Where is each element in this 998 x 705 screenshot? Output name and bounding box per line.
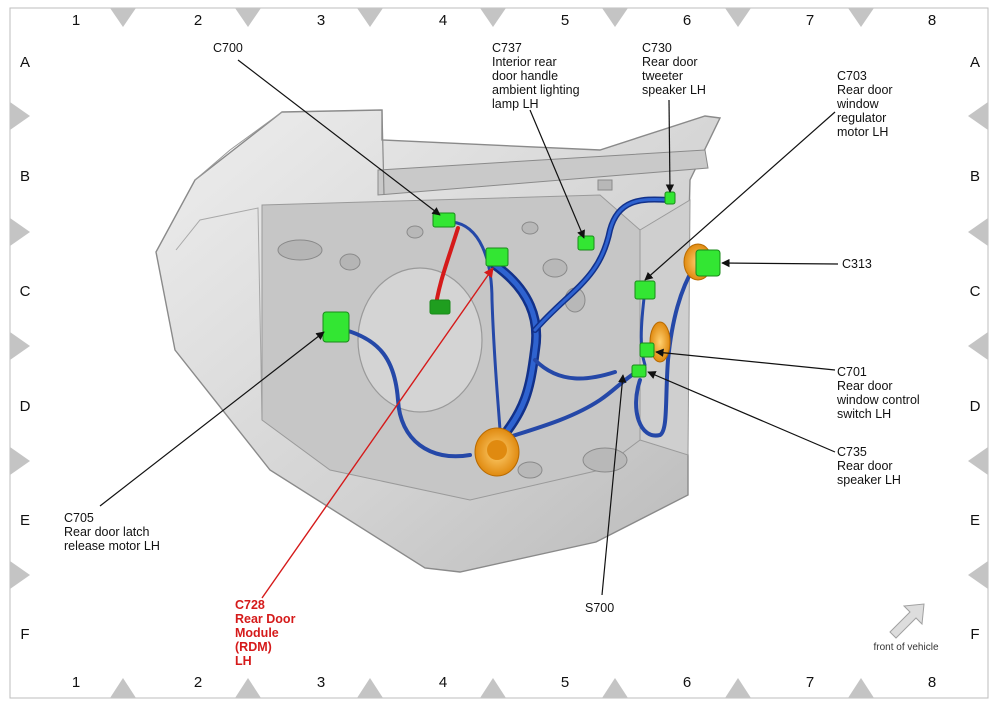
row-label: F xyxy=(970,626,979,643)
svg-text:C705: C705 xyxy=(64,511,94,525)
row-label: A xyxy=(970,54,980,71)
connector-c705 xyxy=(322,311,350,343)
column-label: 6 xyxy=(683,674,691,691)
svg-text:release motor LH: release motor LH xyxy=(64,539,160,553)
column-label: 7 xyxy=(806,674,814,691)
column-label: 6 xyxy=(683,12,691,29)
column-label: 3 xyxy=(317,674,325,691)
column-label: 5 xyxy=(561,12,569,29)
callout-c737: C737 Interior rear door handle ambient l… xyxy=(492,41,580,111)
connector-c700 xyxy=(432,212,456,228)
row-label: E xyxy=(970,512,980,529)
grid-markers xyxy=(10,8,988,698)
row-label: F xyxy=(20,626,29,643)
wiring-harness xyxy=(343,196,697,459)
callout-c703: C703 Rear door window regulator motor LH xyxy=(836,69,893,139)
callout-c700: C700 xyxy=(213,41,243,55)
row-label: B xyxy=(970,168,980,185)
svg-text:lamp LH: lamp LH xyxy=(492,97,539,111)
column-label: 1 xyxy=(72,674,80,691)
svg-text:Rear door: Rear door xyxy=(837,379,893,393)
callout-id: C700 xyxy=(213,41,243,55)
svg-text:tweeter: tweeter xyxy=(642,69,683,83)
svg-text:C730: C730 xyxy=(642,41,672,55)
column-label: 8 xyxy=(928,12,936,29)
connector-c313 xyxy=(695,249,721,277)
callout-c705: C705 Rear door latch release motor LH xyxy=(64,511,160,553)
row-labels-right: A B C D E F xyxy=(970,54,981,643)
column-label: 4 xyxy=(439,12,447,29)
connector-c703 xyxy=(634,280,656,300)
svg-text:front of vehicle: front of vehicle xyxy=(873,642,938,653)
column-labels-top: 1 2 3 4 5 6 7 8 xyxy=(72,12,936,29)
column-label: 4 xyxy=(439,674,447,691)
column-label: 8 xyxy=(928,674,936,691)
row-label: D xyxy=(970,398,981,415)
column-label: 3 xyxy=(317,12,325,29)
svg-text:door handle: door handle xyxy=(492,69,558,83)
harness-grommets xyxy=(474,243,713,477)
svg-text:window control: window control xyxy=(836,393,920,407)
svg-text:C703: C703 xyxy=(837,69,867,83)
svg-text:speaker LH: speaker LH xyxy=(642,83,706,97)
svg-text:window: window xyxy=(836,97,880,111)
svg-text:switch LH: switch LH xyxy=(837,407,891,421)
column-label: 5 xyxy=(561,674,569,691)
callout-c313: C313 xyxy=(842,257,872,271)
svg-text:C735: C735 xyxy=(837,445,867,459)
svg-text:C728: C728 xyxy=(235,598,265,612)
svg-text:Rear door latch: Rear door latch xyxy=(64,525,150,539)
svg-text:Rear door: Rear door xyxy=(837,83,893,97)
callout-s700: S700 xyxy=(585,601,614,615)
row-label: C xyxy=(970,283,981,300)
connector-c737 xyxy=(577,235,595,251)
leader-line-c728 xyxy=(261,267,494,599)
svg-text:ambient lighting: ambient lighting xyxy=(492,83,580,97)
svg-text:S700: S700 xyxy=(585,601,614,615)
svg-text:Rear Door: Rear Door xyxy=(235,612,296,626)
row-label: D xyxy=(20,398,31,415)
front-arrow-icon xyxy=(889,603,925,639)
connector-c728 xyxy=(485,247,509,267)
callout-c728: C728 Rear Door Module (RDM) LH xyxy=(235,598,296,668)
svg-text:speaker LH: speaker LH xyxy=(837,473,901,487)
svg-text:(RDM): (RDM) xyxy=(235,640,272,654)
connector-c701 xyxy=(639,342,655,358)
callout-c730: C730 Rear door tweeter speaker LH xyxy=(642,41,706,97)
front-of-vehicle-indicator: front of vehicle xyxy=(873,603,939,653)
svg-text:LH: LH xyxy=(235,654,252,668)
row-label: B xyxy=(20,168,30,185)
svg-text:regulator: regulator xyxy=(837,111,886,125)
callout-c735: C735 Rear door speaker LH xyxy=(837,445,901,487)
row-label: C xyxy=(20,283,31,300)
connector-rdm-lower xyxy=(429,299,451,315)
row-labels-left: A B C D E F xyxy=(20,54,31,643)
column-label: 1 xyxy=(72,12,80,29)
column-label: 2 xyxy=(194,674,202,691)
svg-text:Interior rear: Interior rear xyxy=(492,55,557,69)
svg-text:C737: C737 xyxy=(492,41,522,55)
connector-c730 xyxy=(664,191,676,205)
svg-text:Module: Module xyxy=(235,626,279,640)
column-label: 2 xyxy=(194,12,202,29)
column-labels-bottom: 1 2 3 4 5 6 7 8 xyxy=(72,674,936,691)
row-label: E xyxy=(20,512,30,529)
column-label: 7 xyxy=(806,12,814,29)
leader-lines xyxy=(99,59,839,596)
callout-c701: C701 Rear door window control switch LH xyxy=(836,365,920,421)
svg-text:Rear door: Rear door xyxy=(642,55,698,69)
svg-text:Rear door: Rear door xyxy=(837,459,893,473)
row-label: A xyxy=(20,54,30,71)
svg-text:C313: C313 xyxy=(842,257,872,271)
svg-text:motor LH: motor LH xyxy=(837,125,888,139)
connector-c735 xyxy=(631,364,647,378)
svg-text:C701: C701 xyxy=(837,365,867,379)
connectors xyxy=(322,191,721,378)
